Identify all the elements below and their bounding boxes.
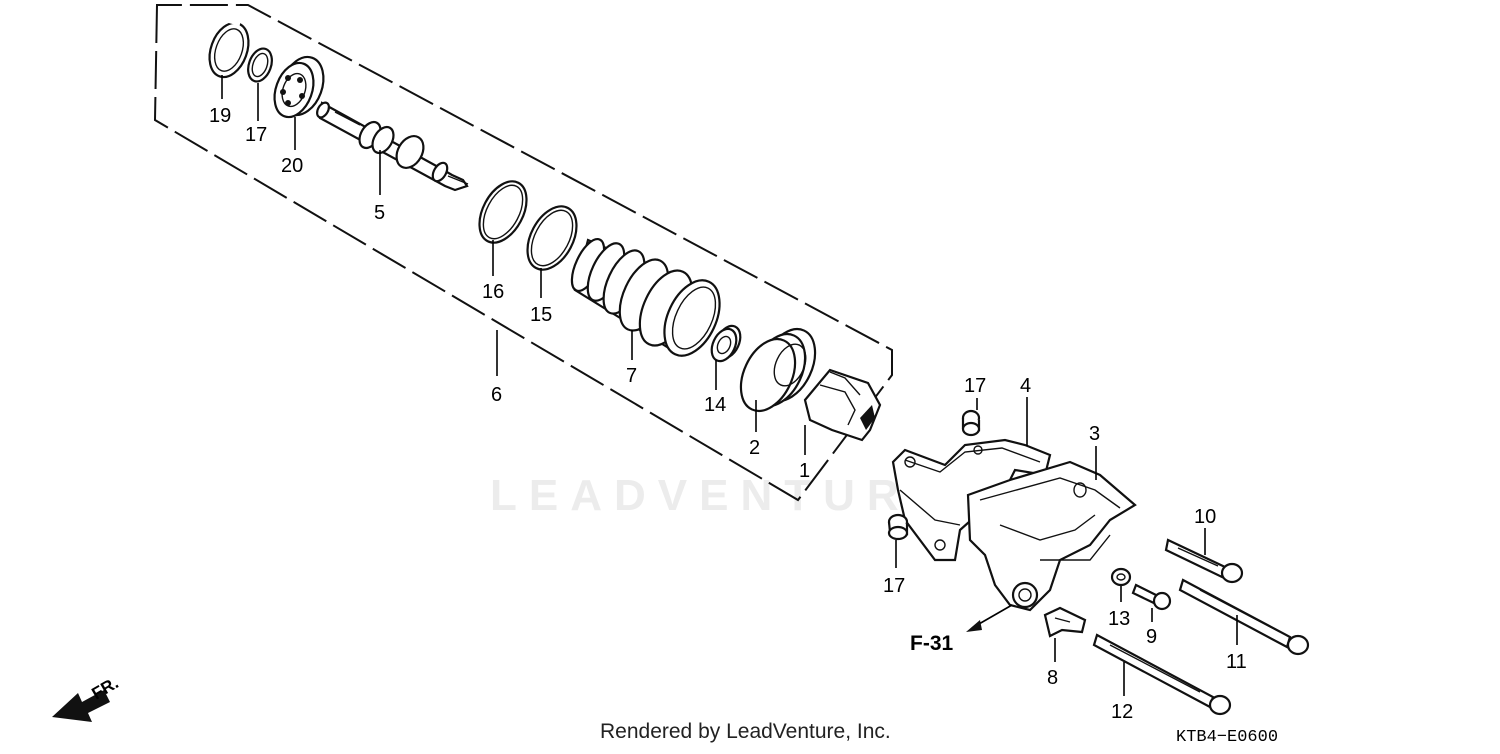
callout-19[interactable]: 19 bbox=[209, 105, 231, 127]
callout-1[interactable]: 1 bbox=[799, 460, 810, 482]
snap-ring-part-19[interactable] bbox=[203, 18, 256, 83]
callout-5[interactable]: 5 bbox=[374, 202, 385, 224]
diagram-code: KTB4−E0600 bbox=[1176, 728, 1278, 747]
boot-part-7[interactable] bbox=[565, 235, 730, 365]
sleeve-part-17-upper[interactable] bbox=[961, 409, 981, 437]
arrow-left-icon bbox=[52, 690, 110, 722]
callout-15[interactable]: 15 bbox=[530, 304, 552, 326]
callout-12[interactable]: 12 bbox=[1111, 701, 1133, 723]
reference-label: F-31 bbox=[910, 632, 954, 655]
seal-part-2[interactable] bbox=[730, 320, 826, 419]
callout-3[interactable]: 3 bbox=[1089, 423, 1100, 445]
callout-20[interactable]: 20 bbox=[281, 155, 303, 177]
sleeve-part-17-lower[interactable] bbox=[887, 513, 909, 541]
watermark-text: LEADVENTURE bbox=[490, 471, 952, 520]
bolt-part-9[interactable] bbox=[1131, 583, 1172, 611]
bolt-part-12[interactable] bbox=[1092, 633, 1232, 716]
callout-17-upper[interactable]: 17 bbox=[964, 375, 986, 397]
callout-4[interactable]: 4 bbox=[1020, 375, 1031, 397]
leader-lines bbox=[221, 75, 1238, 696]
washer-part-13[interactable] bbox=[1110, 567, 1132, 587]
callout-9[interactable]: 9 bbox=[1146, 626, 1157, 648]
shaft-part-5[interactable] bbox=[315, 101, 469, 192]
cover-part-1[interactable] bbox=[803, 368, 882, 442]
bolt-part-11[interactable] bbox=[1178, 578, 1310, 656]
o-ring-part-15[interactable] bbox=[517, 198, 586, 278]
callout-14[interactable]: 14 bbox=[704, 394, 726, 416]
callout-6[interactable]: 6 bbox=[491, 384, 502, 406]
clip-part-8[interactable] bbox=[1043, 606, 1087, 638]
bearing-part-20[interactable] bbox=[268, 51, 332, 122]
assembly-outline bbox=[153, 4, 893, 502]
callout-11[interactable]: 11 bbox=[1226, 651, 1247, 673]
reference-f31[interactable]: F-31 bbox=[910, 604, 1013, 655]
callout-17-lower[interactable]: 17 bbox=[883, 575, 905, 597]
callouts: 19 17 20 5 16 15 6 7 14 2 1 17 4 3 10 17… bbox=[209, 105, 1247, 723]
callout-2[interactable]: 2 bbox=[749, 437, 760, 459]
bearing-part-14[interactable] bbox=[707, 322, 745, 365]
caliper-part-3[interactable] bbox=[966, 460, 1137, 612]
front-direction-arrow: FR. bbox=[52, 673, 122, 722]
callout-8[interactable]: 8 bbox=[1047, 667, 1058, 689]
callout-10[interactable]: 10 bbox=[1194, 506, 1216, 528]
callout-16[interactable]: 16 bbox=[482, 281, 504, 303]
credit-text: Rendered by LeadVenture, Inc. bbox=[600, 720, 891, 743]
callout-18[interactable]: 17 bbox=[245, 124, 267, 146]
callout-13[interactable]: 13 bbox=[1108, 608, 1130, 630]
bolt-part-10[interactable] bbox=[1164, 538, 1244, 584]
o-ring-part-16[interactable] bbox=[470, 173, 536, 250]
ring-part-18[interactable] bbox=[244, 45, 276, 84]
callout-7[interactable]: 7 bbox=[626, 365, 637, 387]
